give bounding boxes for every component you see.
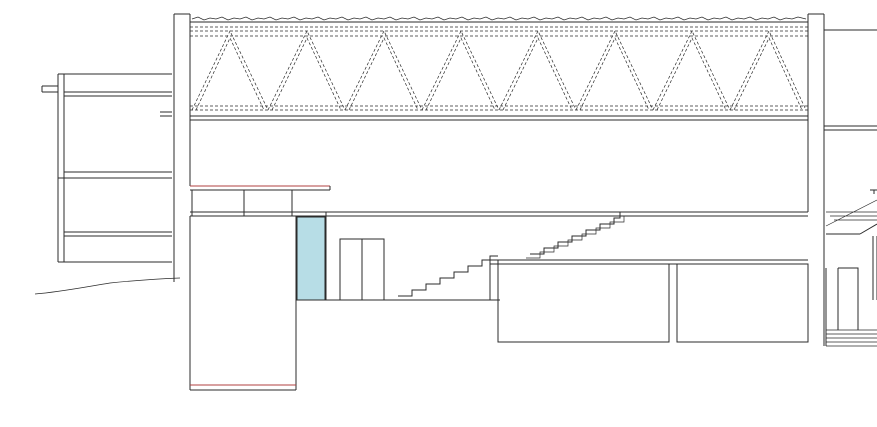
glass-panel: [296, 216, 326, 301]
truss-diagonals: [191, 30, 807, 111]
right-adjacent-building: [824, 29, 877, 347]
roof-finish: [191, 16, 807, 21]
left-column: [173, 13, 191, 282]
stair-lower-flight: [398, 255, 498, 297]
right-column: [807, 13, 825, 346]
roof-truss: [190, 16, 808, 121]
double-door: [339, 238, 385, 301]
ground-line: [34, 277, 181, 295]
mezzanine-balcony: [190, 185, 808, 300]
stair-upper-flight: [526, 212, 625, 259]
lower-rooms: [489, 256, 809, 343]
left-adjacent-building: [41, 73, 172, 263]
basement-block: [189, 216, 297, 391]
